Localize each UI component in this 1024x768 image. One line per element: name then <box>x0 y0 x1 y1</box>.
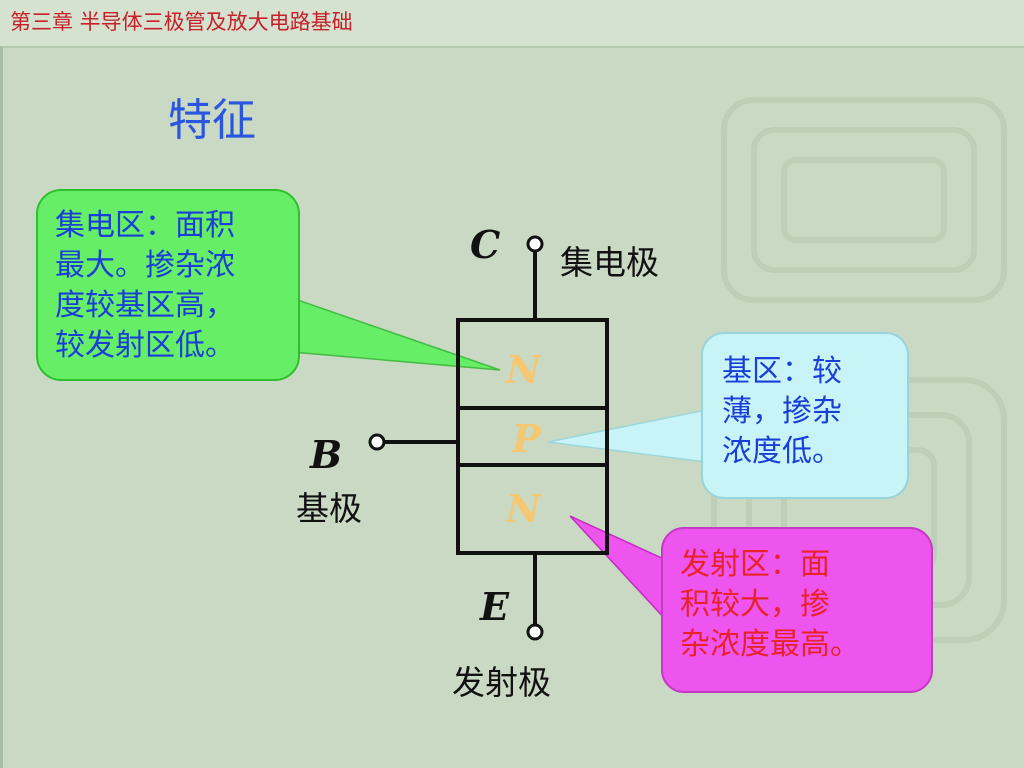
callout-line: 薄，掺杂 <box>722 394 842 429</box>
chapter-title: 第三章 半导体三极管及放大电路基础 <box>10 10 353 34</box>
collector-terminal <box>526 235 544 253</box>
emitter-region-letter: N <box>506 486 541 531</box>
left-rule <box>0 46 3 768</box>
base-callout-box <box>701 332 909 499</box>
callout-line: 浓度低。 <box>722 434 842 469</box>
emitter-callout-box <box>661 527 933 693</box>
base-terminal <box>368 433 386 451</box>
collector-callout-pointer <box>291 296 501 371</box>
base-callout-text: 基区：较薄，掺杂浓度低。 <box>722 352 842 472</box>
emitter-name: 发射极 <box>452 663 551 702</box>
collector-region-letter: N <box>506 347 541 392</box>
callout-line: 最大。掺杂浓 <box>55 248 235 283</box>
base-name: 基极 <box>296 489 362 528</box>
callout-line: 积较大，掺 <box>680 587 830 622</box>
base-region-letter: P <box>512 416 541 461</box>
emitter-terminal <box>526 623 544 641</box>
callout-line: 度较基区高， <box>55 288 235 323</box>
callout-line: 较发射区低。 <box>55 328 235 363</box>
base-letter: B <box>310 432 343 477</box>
callout-line: 集电区：面积 <box>55 208 235 243</box>
collector-name: 集电极 <box>560 243 659 282</box>
callout-line: 杂浓度最高。 <box>680 627 860 662</box>
emitter-callout-pointer <box>569 515 667 622</box>
callout-line: 基区：较 <box>722 354 842 389</box>
collector-callout-box <box>36 189 300 381</box>
collector-letter: C <box>470 222 501 267</box>
section-title: 特征 <box>168 95 256 146</box>
callout-line: 发射区：面 <box>680 547 830 582</box>
emitter-n-region <box>456 463 609 555</box>
header-bar <box>0 0 1024 48</box>
emitter-callout-text: 发射区：面积较大，掺杂浓度最高。 <box>680 545 860 665</box>
base-callout-pointer <box>547 409 707 463</box>
collector-callout-text: 集电区：面积最大。掺杂浓度较基区高， 较发射区低。 <box>55 206 235 366</box>
emitter-letter: E <box>480 584 509 629</box>
